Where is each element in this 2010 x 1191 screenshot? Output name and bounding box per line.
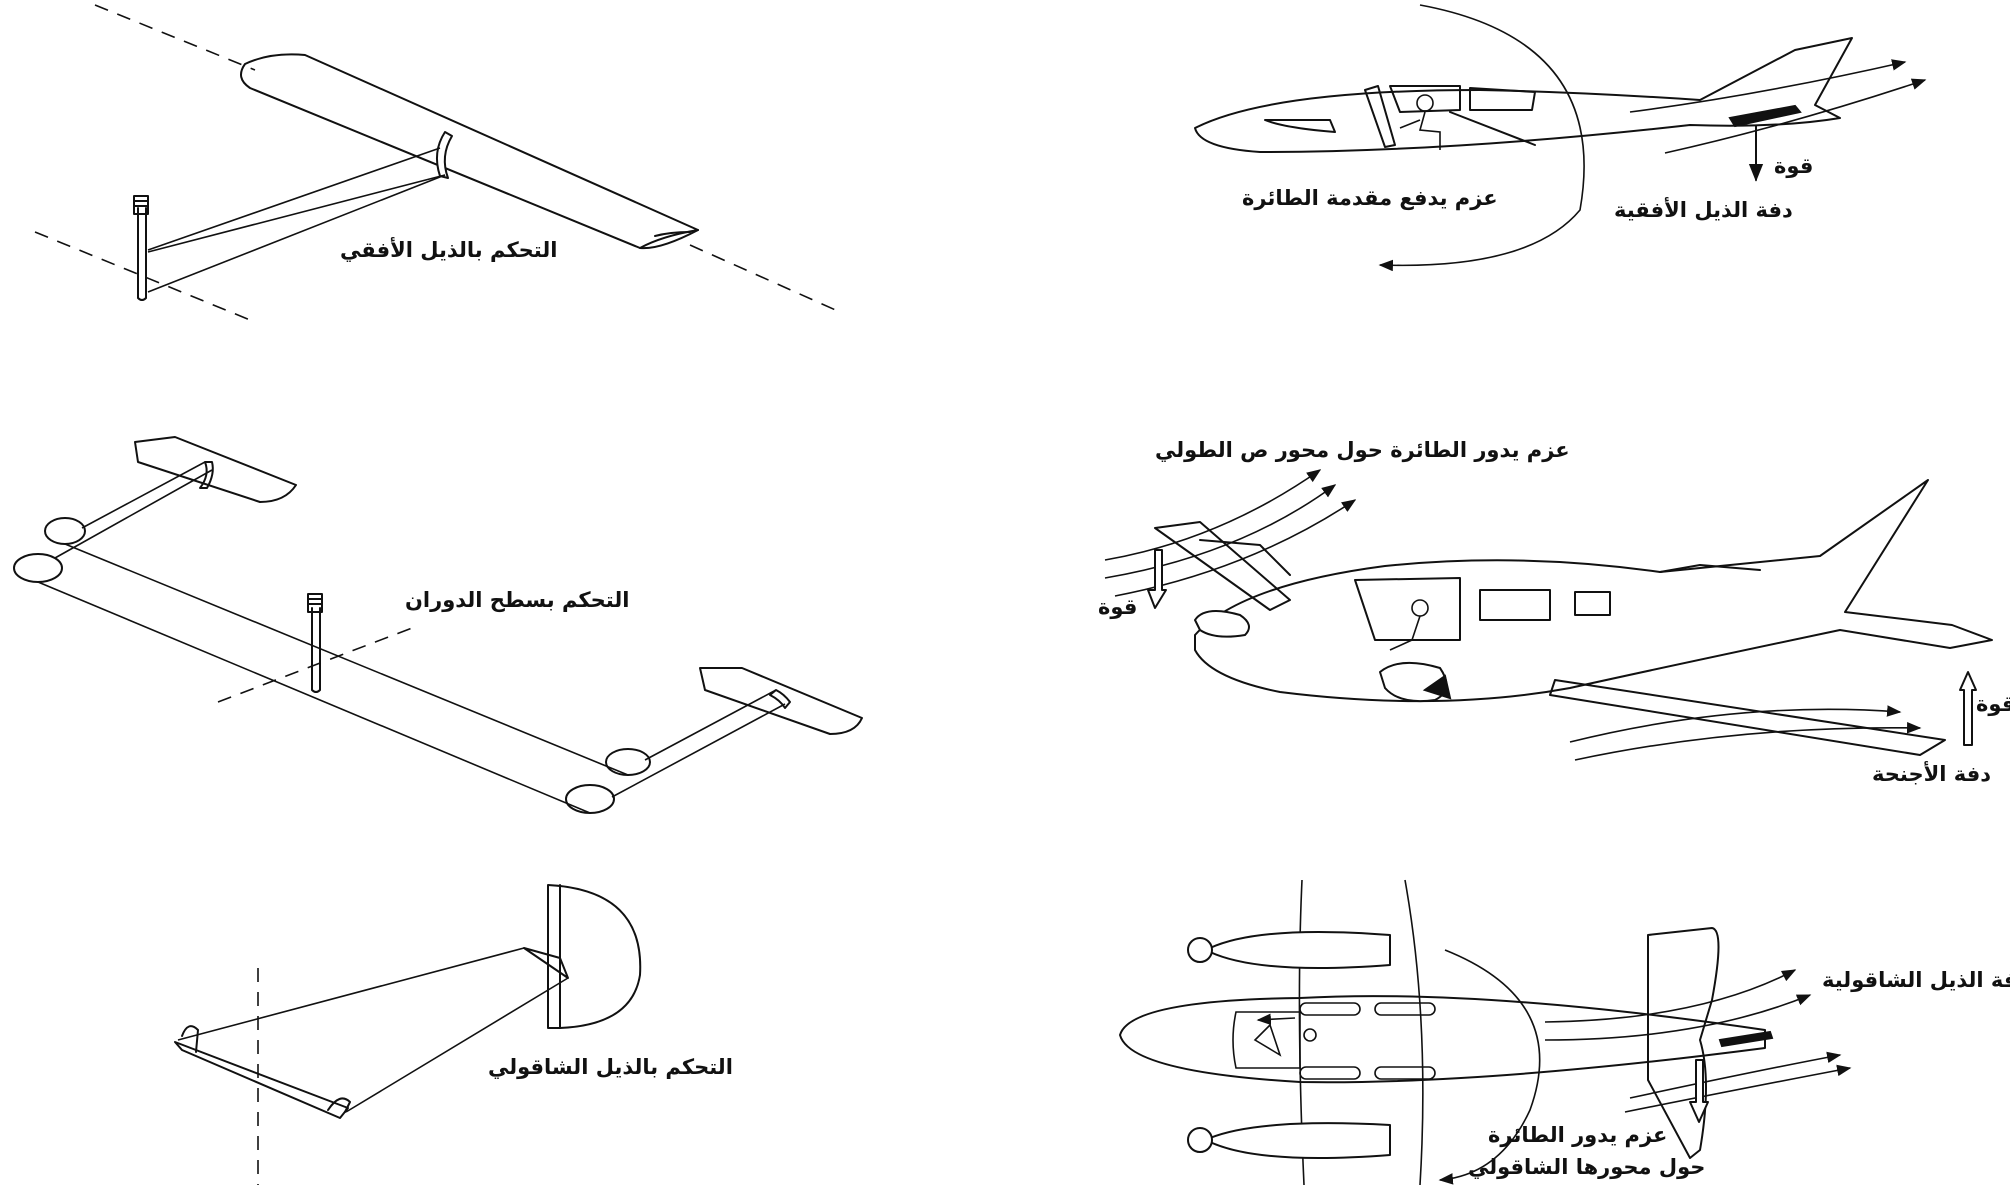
aircraft-top-view-yaw (1119, 879, 1852, 1186)
label-rudder: دفة الذيل الشاقولية (1822, 968, 2010, 992)
aircraft-side-view-pitch (1194, 4, 1927, 272)
aileron-control-mechanism (13, 436, 863, 814)
label-force-roll-right: قوة (1976, 692, 2010, 716)
label-yaw-moment-line1: عزم يدور الطائرة (1488, 1123, 1668, 1147)
label-aileron: دفة الأجنحة (1872, 762, 1991, 786)
elevator-control-mechanism (34, 4, 841, 323)
label-pitch-moment: عزم يدفع مقدمة الطائرة (1242, 186, 1498, 210)
label-force-roll-left: قوة (1098, 595, 1138, 619)
label-elevator-control: التحكم بالذيل الأفقي (340, 238, 558, 262)
label-force-pitch: قوة (1774, 154, 1814, 178)
label-aileron-control: التحكم بسطح الدوران (405, 588, 630, 612)
aircraft-perspective-roll (1104, 469, 1993, 761)
label-rudder-control: التحكم بالذيل الشاقولي (488, 1055, 733, 1079)
rudder-control-mechanism (174, 884, 642, 1185)
label-elevator: دفة الذيل الأفقية (1614, 198, 1793, 222)
label-yaw-moment-line2: حول محورها الشاقولي (1468, 1155, 1706, 1179)
label-roll-moment: عزم يدور الطائرة حول محور ص الطولي (1155, 438, 1570, 462)
